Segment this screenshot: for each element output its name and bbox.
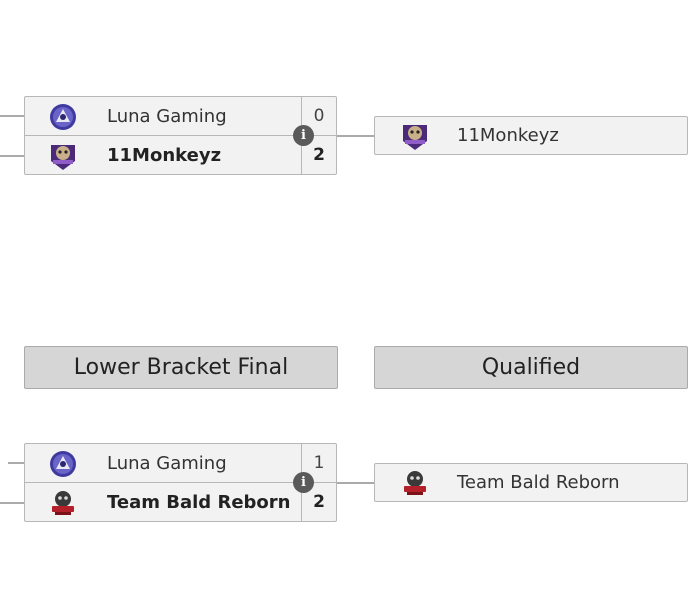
advanced-team-slot[interactable]: Team Bald Reborn [374, 463, 688, 502]
match-team-row[interactable]: Team Bald Reborn 2 [25, 483, 336, 521]
match-card-lower-bracket-final[interactable]: Luna Gaming 1 Team Bald Reborn 2 i [24, 443, 337, 522]
match-card-upper-final[interactable]: Luna Gaming 0 11Monkeyz 2 i [24, 96, 337, 175]
connector-line [8, 462, 24, 464]
info-icon[interactable]: i [293, 125, 314, 146]
luna-gaming-logo [50, 104, 76, 130]
round-header-qualified: Qualified [374, 346, 688, 389]
team-name: 11Monkeyz [107, 145, 222, 166]
team-score: 0 [301, 97, 336, 135]
11monkeyz-logo [51, 145, 75, 170]
team-name: Luna Gaming [107, 106, 227, 127]
connector-line [337, 135, 374, 137]
round-header-lower-bracket-final: Lower Bracket Final [24, 346, 338, 389]
connector-line [337, 482, 374, 484]
team-name: 11Monkeyz [457, 125, 559, 146]
team-name: Team Bald Reborn [457, 472, 620, 493]
connector-line [0, 115, 24, 117]
team-name: Team Bald Reborn [107, 492, 291, 513]
team-bald-reborn-logo [404, 471, 426, 495]
team-score: 2 [301, 136, 336, 174]
team-name: Luna Gaming [107, 453, 227, 474]
connector-line [0, 155, 24, 157]
info-icon[interactable]: i [293, 472, 314, 493]
team-bald-reborn-logo [52, 491, 74, 515]
11monkeyz-logo [403, 125, 427, 150]
connector-line [0, 502, 24, 504]
match-team-row[interactable]: Luna Gaming 1 [25, 444, 336, 483]
luna-gaming-logo [50, 451, 76, 477]
match-team-row[interactable]: 11Monkeyz 2 [25, 136, 336, 174]
team-score: 2 [301, 483, 336, 521]
advanced-team-slot[interactable]: 11Monkeyz [374, 116, 688, 155]
team-score: 1 [301, 444, 336, 482]
match-team-row[interactable]: Luna Gaming 0 [25, 97, 336, 136]
